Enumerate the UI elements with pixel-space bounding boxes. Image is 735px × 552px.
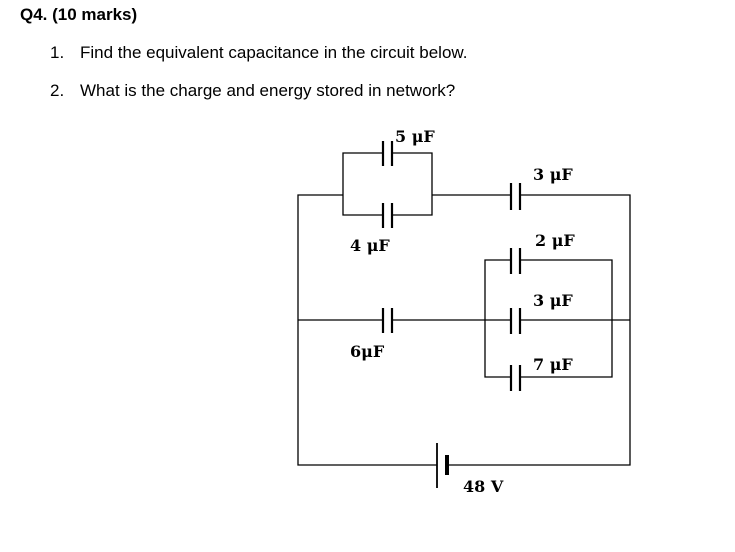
capacitor-2uf: [509, 248, 522, 274]
capacitor-3uf-top: [509, 183, 522, 210]
question-title: Q4. (10 marks): [20, 5, 138, 24]
question-item-2: 2. What is the charge and energy stored i…: [50, 81, 455, 101]
wire-block-left: [342, 152, 383, 216]
battery: [436, 443, 449, 488]
label-4uf: 4 μF: [350, 236, 390, 255]
wire-block2-left: [484, 259, 511, 378]
label-7uf: 7 μF: [533, 355, 573, 374]
wire-left-outer: [297, 194, 437, 466]
capacitor-6uf: [381, 308, 394, 333]
wire-block-right: [392, 152, 433, 216]
capacitor-4uf: [381, 203, 394, 228]
item-number: 2.: [50, 81, 65, 100]
wire-block2-right: [520, 259, 613, 378]
question-item-1: 1. Find the equivalent capacitance in the…: [50, 43, 467, 63]
label-2uf: 2 μF: [535, 231, 575, 250]
wires: [297, 152, 631, 466]
capacitor-7uf: [509, 365, 522, 391]
capacitor-3uf-middle: [509, 308, 522, 334]
label-battery: 48 V: [463, 477, 504, 496]
label-5uf: 5 μF: [395, 127, 435, 146]
label-6uf: 6μF: [350, 342, 385, 361]
wire-right-outer: [447, 194, 631, 466]
item-text: What is the charge and energy stored in …: [80, 81, 456, 100]
item-number: 1.: [50, 43, 65, 62]
label-3uf-top: 3 μF: [533, 165, 573, 184]
item-text: Find the equivalent capacitance in the c…: [80, 43, 468, 62]
label-3uf-middle: 3 μF: [533, 291, 573, 310]
capacitor-5uf: [381, 141, 394, 166]
